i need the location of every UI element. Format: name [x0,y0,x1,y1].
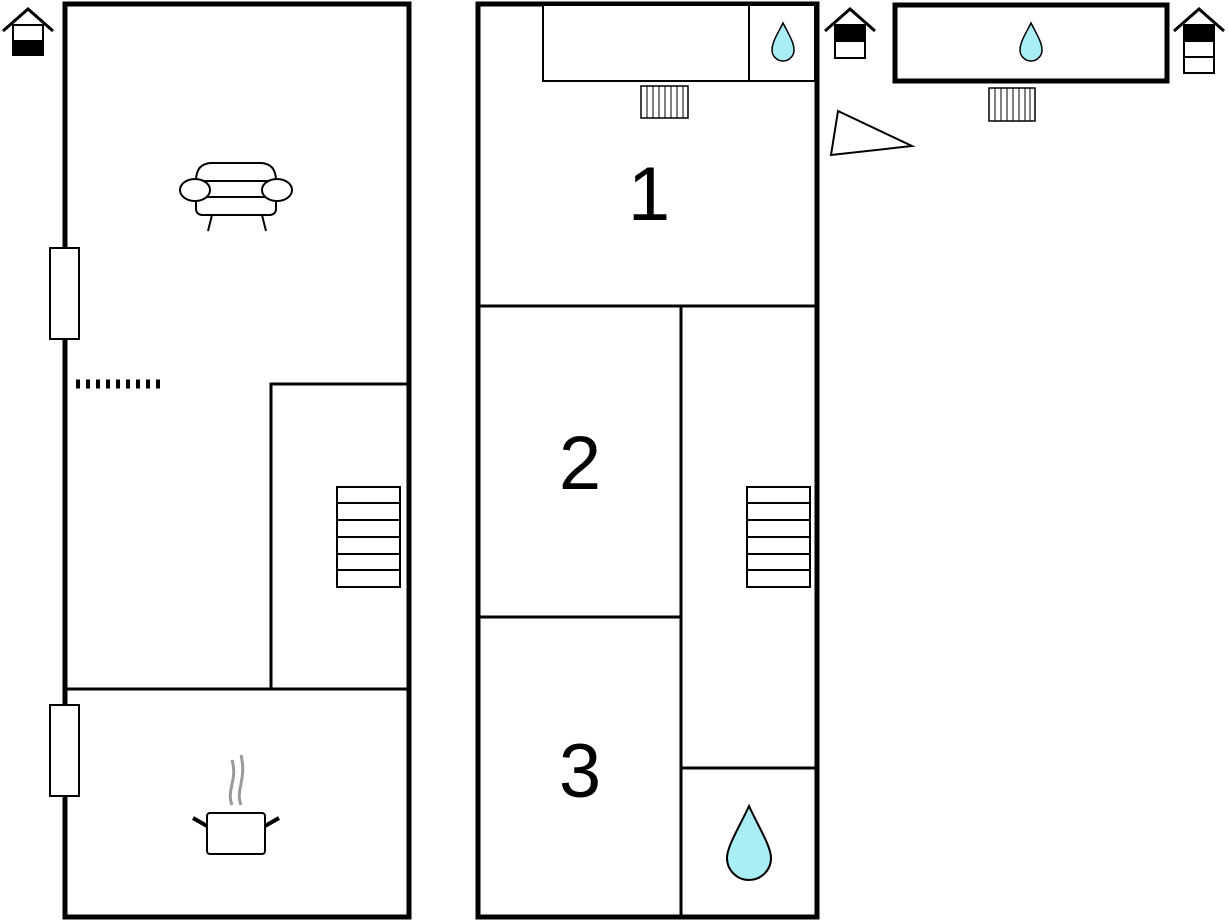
radiator-icon [988,87,1036,122]
room-2-label: 2 [559,421,601,506]
upper-floor: 1 2 3 [475,1,820,920]
water-drop-icon [771,21,795,62]
cooking-pot-icon [192,754,280,855]
window [49,704,80,797]
water-drop-icon [1019,21,1043,62]
room-1-label: 1 [628,152,670,237]
ground-floor-outer-wall [62,1,412,920]
upper-floor-indicator-icon [824,7,876,59]
stairs-icon [336,486,401,588]
radiator-icon [640,85,689,119]
ground-floor [49,1,412,920]
ground-floor-indicator-icon [2,7,54,56]
attic-floor [892,2,1170,122]
window [49,247,80,340]
stair-room-wall [269,382,409,689]
compass-arrow-icon [829,109,916,157]
sofa-icon [179,162,293,232]
stairs-icon [746,486,811,588]
upper-floor-outer-wall [475,1,820,920]
room-3-label: 3 [559,729,601,814]
attic-floor-indicator-icon [1173,7,1225,74]
water-drop-icon [725,803,773,881]
counter [542,4,750,82]
